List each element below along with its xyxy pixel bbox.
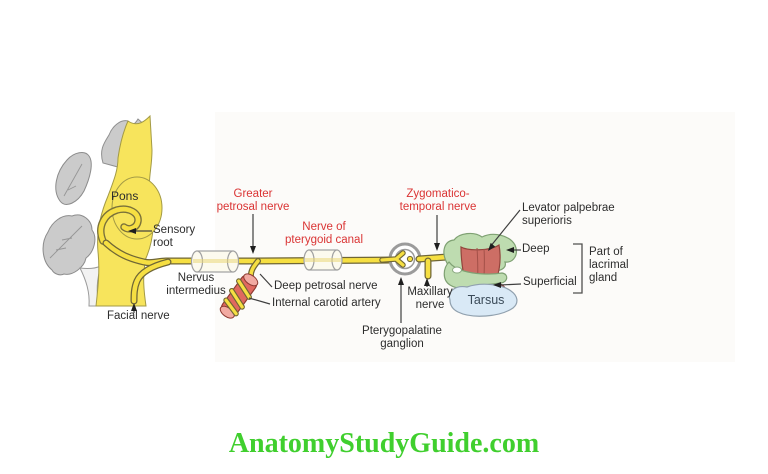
label-superficial: Superficial — [523, 276, 577, 288]
facial-nerve-branch-path — [130, 258, 172, 305]
label-levator-palpebrae: Levator palpebrae superioris — [522, 202, 615, 227]
arrow-down-left-icon — [488, 242, 496, 251]
label-nervus-intermedius: Nervus intermedius — [166, 272, 226, 297]
label-deep: Deep — [522, 243, 550, 255]
label-greater-petrosal-nerve: Greater petrosal nerve — [216, 188, 290, 213]
label-sensory-root: Sensory root — [153, 224, 196, 249]
label-maxillary-nerve: Maxillary nerve — [407, 286, 453, 311]
tarsus-shape — [448, 283, 518, 317]
sensory-root-shape — [97, 205, 142, 245]
ganglion-nerve-fork — [379, 250, 414, 268]
pointer-lines — [133, 209, 522, 323]
label-facial-nerve: Facial nerve — [107, 310, 170, 322]
label-tarsus: Tarsus — [467, 293, 505, 307]
lacrimal-gland-bracket — [573, 243, 583, 294]
label-zygomaticotemporal-nerve: Zygomatico- temporal nerve — [399, 188, 477, 213]
arrow-left-icon — [493, 282, 501, 288]
cerebellum-shape — [42, 152, 96, 276]
internal-carotid-artery-shape — [219, 273, 259, 319]
label-pons: Pons — [111, 189, 139, 203]
label-nerve-of-pterygoid-canal: Nerve of pterygoid canal — [285, 221, 363, 246]
arrow-down-icon — [434, 243, 440, 251]
label-part-of-lacrimal-gland: Part of lacrimal gland — [589, 246, 629, 284]
arrow-up-icon — [398, 277, 404, 285]
arrow-up-icon — [424, 278, 430, 286]
label-pterygopalatine-ganglion: Pterygopalatine ganglion — [362, 325, 442, 350]
arrow-up-icon — [131, 303, 137, 311]
facial-canal-cylinder — [190, 250, 240, 273]
arrow-left-icon — [506, 247, 514, 253]
pterygoid-canal-cylinder — [303, 249, 343, 271]
gland-hilum-gap — [452, 266, 462, 274]
arrow-left-icon — [128, 228, 136, 234]
label-internal-carotid-artery: Internal carotid artery — [272, 297, 381, 309]
watermark-text: AnatomyStudyGuide.com — [228, 428, 540, 459]
label-deep-petrosal-nerve: Deep petrosal nerve — [274, 280, 378, 292]
arrow-icons — [128, 228, 514, 311]
arrow-down-icon — [250, 246, 256, 254]
